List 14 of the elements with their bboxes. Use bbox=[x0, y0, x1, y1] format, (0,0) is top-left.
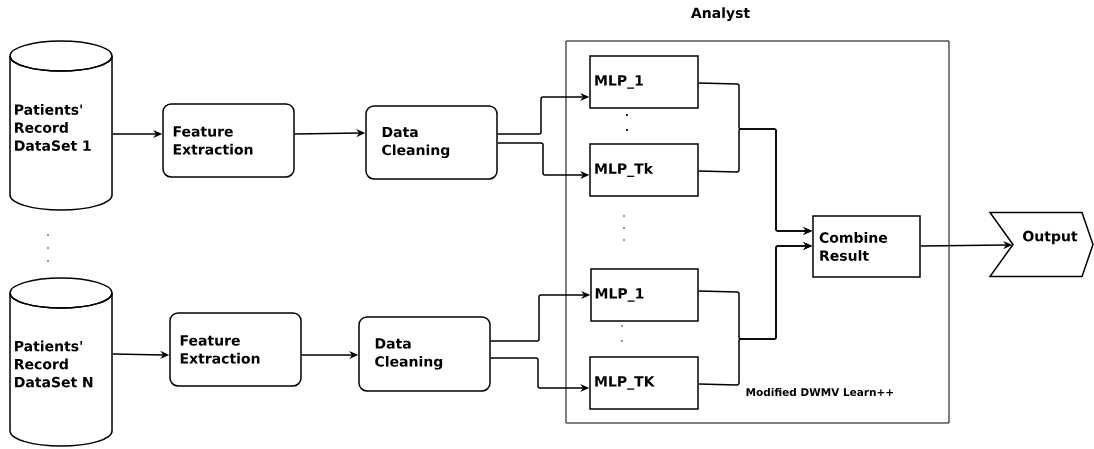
model-box: MLP_1 bbox=[590, 268, 699, 322]
database-cylinder: Patients' Record DataSet N bbox=[9, 277, 113, 447]
model-box: MLP_TK bbox=[589, 356, 699, 410]
process-box: Data Cleaning bbox=[358, 316, 491, 392]
output-chevron: Output bbox=[988, 211, 1094, 278]
group-title: Analyst bbox=[690, 7, 750, 21]
process-box: Feature Extraction bbox=[169, 312, 302, 387]
group-caption: Modified DWMV Learn++ bbox=[746, 387, 893, 397]
model-box: MLP_Tk bbox=[589, 143, 699, 197]
database-cylinder: Patients' Record DataSet 1 bbox=[9, 40, 113, 211]
process-box: Feature Extraction bbox=[162, 103, 295, 178]
model-box: MLP_1 bbox=[589, 55, 699, 109]
combiner-box: Combine Result bbox=[812, 215, 921, 278]
process-box: Data Cleaning bbox=[365, 105, 498, 180]
